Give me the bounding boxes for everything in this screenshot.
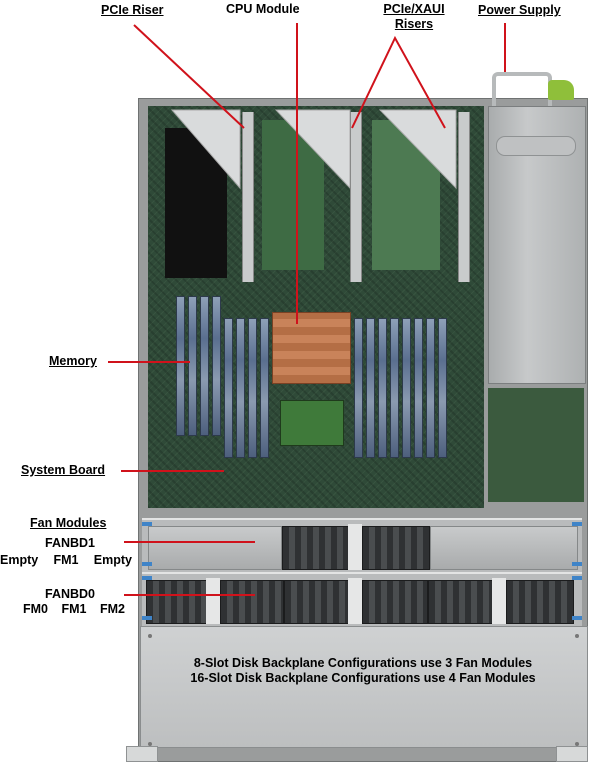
label-system-board: System Board (21, 463, 106, 477)
label-fanbd0: FANBD0 (45, 587, 96, 601)
fan-module-fm1b (362, 526, 430, 570)
callout-pcie-xaui-risers (351, 35, 446, 129)
dimm-slot (260, 318, 269, 458)
dimm-slot (378, 318, 387, 458)
dimm-slot (236, 318, 245, 458)
dimm-slot (200, 296, 209, 436)
fan-tray-fanbd1 (142, 518, 582, 576)
callout-pcie-riser (133, 24, 245, 129)
screw (575, 742, 579, 746)
psu-latch (548, 80, 574, 100)
dimm-slot (354, 318, 363, 458)
fan-slot-empty (430, 526, 578, 570)
fanbd0-slot-2: FM2 (100, 602, 125, 616)
screw (575, 634, 579, 638)
fan-separator (206, 578, 220, 624)
fan-config-notes: 8-Slot Disk Backplane Configurations use… (140, 656, 586, 686)
riser-bracket-2 (350, 112, 362, 282)
fanbd1-slot-labels: Empty FM1 Empty (0, 553, 132, 567)
label-pcie-xaui-line2: Risers (394, 17, 434, 31)
dimm-slot (402, 318, 411, 458)
blue-tab (572, 576, 582, 580)
dimm-slot (366, 318, 375, 458)
fan-module-fm2b (506, 580, 574, 624)
blue-tab (572, 616, 582, 620)
blue-tab (572, 562, 582, 566)
fan-module-fm0a (146, 580, 208, 624)
riser-bracket-1 (242, 112, 254, 282)
label-cpu-module: CPU Module (226, 2, 300, 16)
fanbd0-slot-labels: FM0 FM1 FM2 (23, 602, 125, 616)
fan-slot-empty (148, 526, 282, 570)
blue-tab (142, 562, 152, 566)
dimm-slot (188, 296, 197, 436)
fan-module-fm2a (428, 580, 494, 624)
dimm-slot (224, 318, 233, 458)
blue-tab (142, 576, 152, 580)
dimm-slot (176, 296, 185, 436)
screw (148, 634, 152, 638)
dimm-slot (438, 318, 447, 458)
screw (148, 742, 152, 746)
dimm-slot (426, 318, 435, 458)
blue-tab (142, 616, 152, 620)
fan-module-fm0b (220, 580, 284, 624)
fan-module-fm1 (282, 526, 350, 570)
fanbd0-slot-0: FM0 (23, 602, 48, 616)
label-power-supply: Power Supply (478, 3, 561, 17)
dimm-slot (212, 296, 221, 436)
side-board (488, 388, 584, 502)
note-8-slot: 8-Slot Disk Backplane Configurations use… (193, 656, 533, 670)
label-memory: Memory (49, 354, 97, 368)
chassis-foot-left (126, 746, 158, 762)
fanbd1-slot-0: Empty (0, 553, 39, 567)
label-fanbd1: FANBD1 (45, 536, 96, 550)
dimm-slot (248, 318, 257, 458)
psu-vent-slot (496, 136, 576, 156)
label-pcie-xaui-line1: PCIe/XAUI (383, 2, 445, 16)
fan-separator (492, 578, 506, 624)
label-fan-modules: Fan Modules (30, 516, 107, 530)
chassis-foot-right (556, 746, 588, 762)
blue-tab (572, 522, 582, 526)
memory-daughter-module (280, 400, 344, 446)
fanbd1-slot-1: FM1 (53, 553, 79, 567)
fanbd1-slot-2: Empty (93, 553, 132, 567)
fan-separator (348, 524, 362, 570)
blue-tab (142, 522, 152, 526)
fanbd0-slot-1: FM1 (61, 602, 87, 616)
note-16-slot: 16-Slot Disk Backplane Configurations us… (190, 671, 536, 685)
disk-backplane-cover (140, 626, 588, 748)
fan-module-fm1b (362, 580, 428, 624)
dimm-slot (390, 318, 399, 458)
label-pcie-xaui-risers: PCIe/XAUI Risers (376, 2, 452, 32)
label-pcie-riser: PCIe Riser (101, 3, 164, 17)
fan-separator (348, 578, 362, 624)
dimm-slot (414, 318, 423, 458)
cpu-heatsink (272, 312, 351, 384)
fan-tray-fanbd0 (142, 572, 582, 630)
riser-bracket-3 (458, 112, 470, 282)
